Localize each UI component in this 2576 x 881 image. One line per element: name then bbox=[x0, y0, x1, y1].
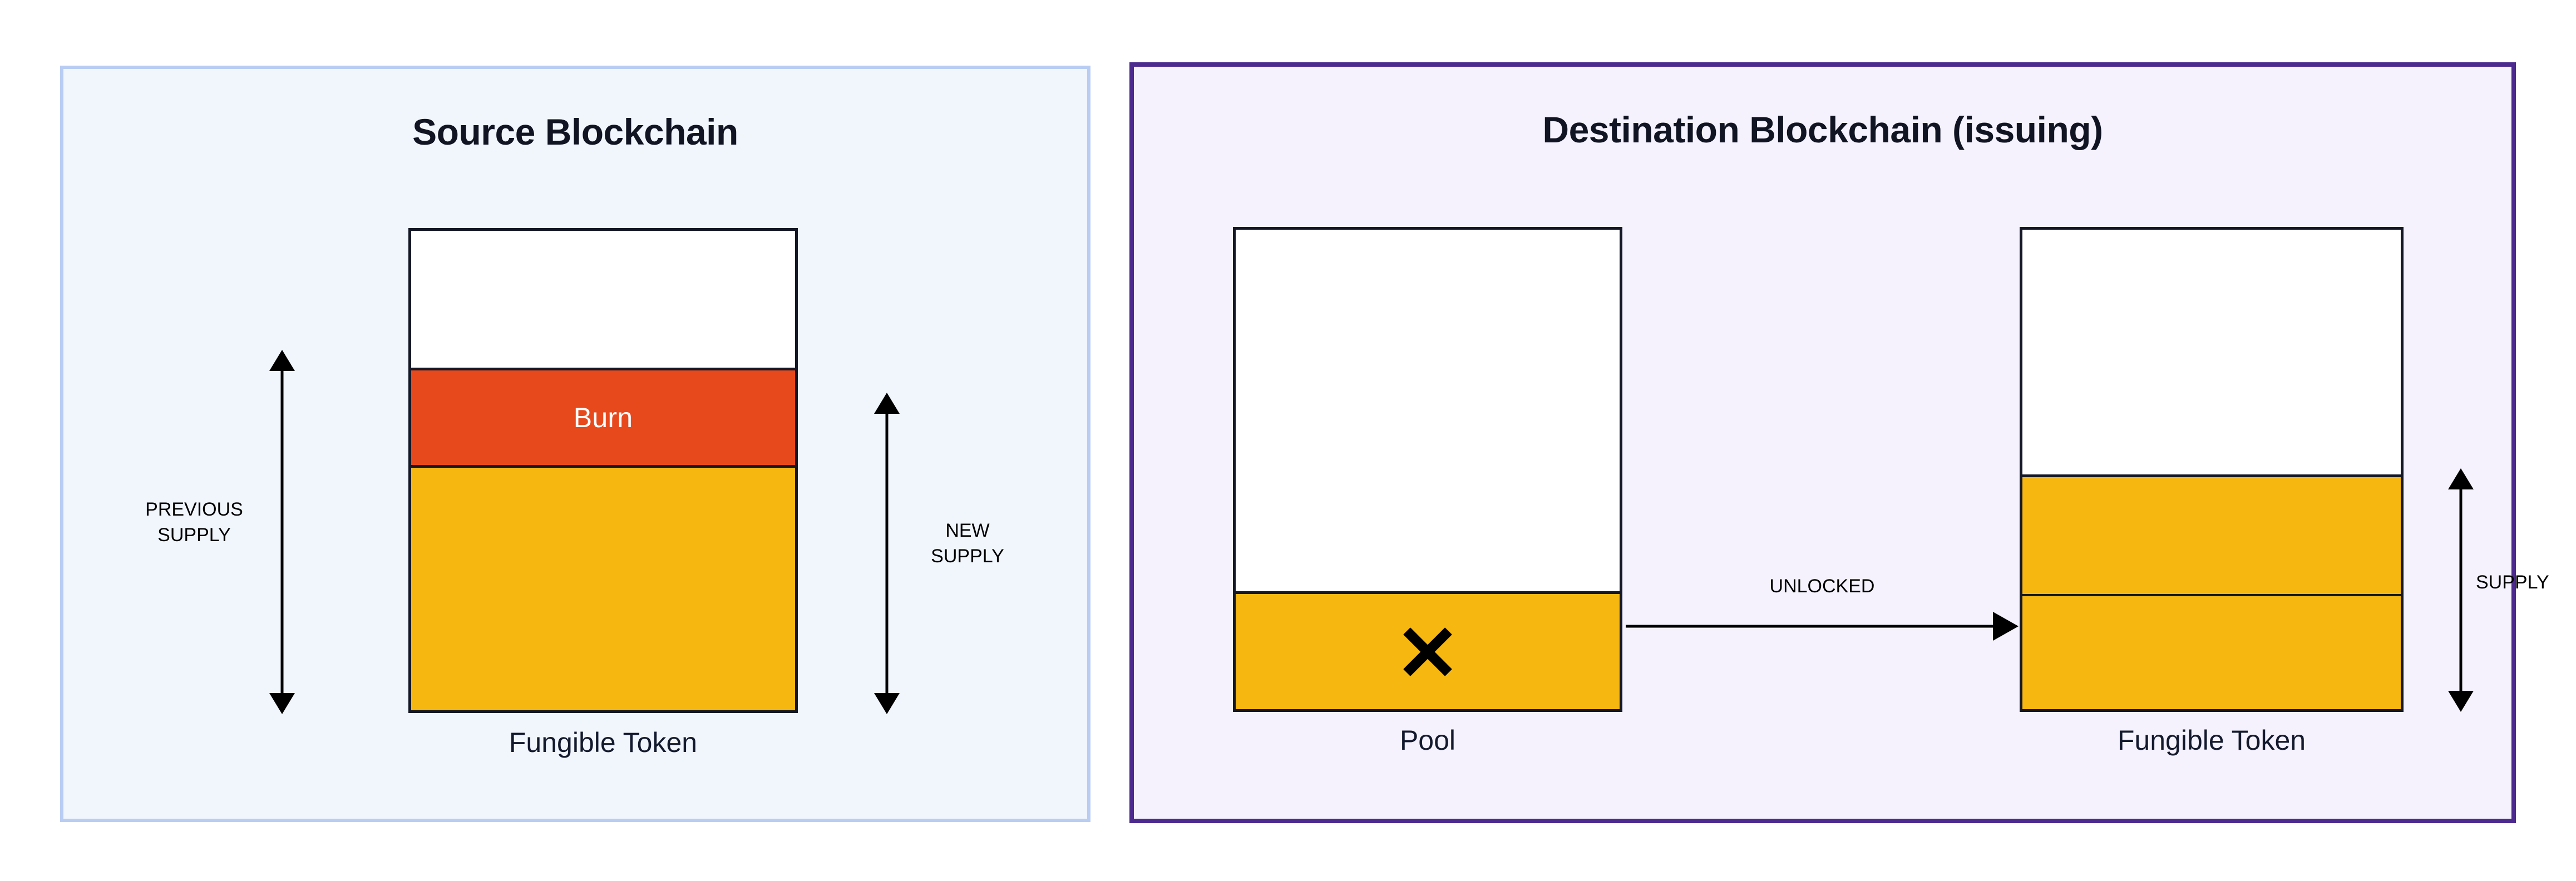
source-segment-new-supply bbox=[411, 468, 795, 710]
supply-arrowhead-down bbox=[2448, 691, 2474, 712]
burn-label: Burn bbox=[573, 402, 633, 433]
unlocked-arrow: UNLOCKED bbox=[1626, 576, 2019, 641]
pool-segment-reserve bbox=[1236, 594, 1620, 709]
destination-column-caption: Fungible Token bbox=[2117, 725, 2306, 756]
new-supply-arrow-stem bbox=[885, 404, 889, 703]
source-divider-bottom bbox=[411, 465, 795, 468]
new-supply-arrow bbox=[873, 393, 901, 714]
source-segment-empty bbox=[411, 231, 795, 368]
pool-divider bbox=[1236, 591, 1620, 594]
source-blockchain-panel: Source Blockchain Burn Fungible Token PR… bbox=[60, 66, 1090, 822]
source-segment-burn: Burn bbox=[411, 370, 795, 465]
pool-column-caption: Pool bbox=[1399, 725, 1456, 756]
destination-segment-minted bbox=[2022, 477, 2401, 594]
unlocked-label: UNLOCKED bbox=[1769, 576, 1875, 597]
supply-arrow bbox=[2447, 468, 2475, 712]
destination-divider-top bbox=[2022, 474, 2401, 477]
unlocked-arrow-stem bbox=[1626, 625, 1998, 628]
supply-label: SUPPLY bbox=[2476, 572, 2549, 593]
new-supply-label: NEW SUPPLY bbox=[931, 520, 1004, 567]
new-supply-arrowhead-down bbox=[874, 693, 900, 714]
destination-segment-empty bbox=[2022, 230, 2401, 474]
source-fungible-token-column: Burn bbox=[408, 228, 798, 713]
source-panel-title: Source Blockchain bbox=[412, 111, 738, 152]
pool-column bbox=[1233, 227, 1622, 712]
pool-segment-empty bbox=[1236, 230, 1620, 591]
x-mark-icon bbox=[1402, 626, 1453, 677]
destination-divider-mid bbox=[2022, 594, 2401, 596]
previous-supply-arrowhead-down bbox=[269, 693, 295, 714]
destination-blockchain-panel: Destination Blockchain (issuing) Pool UN… bbox=[1129, 62, 2549, 823]
previous-supply-arrow bbox=[268, 350, 296, 714]
previous-supply-arrow-stem bbox=[280, 361, 284, 703]
destination-segment-existing-supply bbox=[2022, 596, 2401, 709]
destination-fungible-token-column bbox=[2020, 227, 2404, 712]
previous-supply-label: PREVIOUS SUPPLY bbox=[145, 499, 243, 546]
destination-panel-title: Destination Blockchain (issuing) bbox=[1542, 109, 2103, 150]
supply-arrow-stem bbox=[2459, 479, 2463, 701]
source-divider-top bbox=[411, 368, 795, 370]
unlocked-arrowhead bbox=[1993, 612, 2019, 641]
source-column-caption: Fungible Token bbox=[509, 727, 698, 758]
